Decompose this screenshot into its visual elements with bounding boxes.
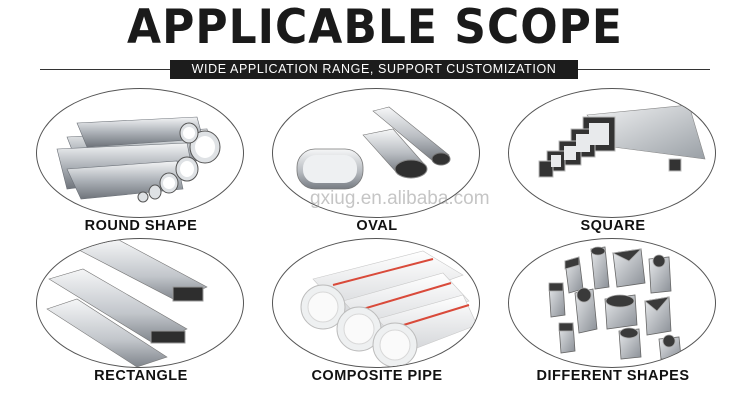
round-pipes-image bbox=[36, 88, 244, 218]
item-label: COMPOSITE PIPE bbox=[311, 368, 443, 384]
oval-pipes-image bbox=[272, 88, 480, 218]
watermark: gxiug.en.alibaba.com bbox=[310, 188, 490, 209]
square-pipes-image bbox=[508, 88, 716, 218]
page-title: APPLICABLE SCOPE bbox=[127, 0, 623, 56]
composite-pipes-image bbox=[272, 238, 480, 368]
item-round-shape: ROUND SHAPE bbox=[36, 88, 246, 238]
divider-right bbox=[578, 69, 710, 70]
subtitle-bar: WIDE APPLICATION RANGE, SUPPORT CUSTOMIZ… bbox=[170, 60, 578, 79]
item-composite-pipe: COMPOSITE PIPE bbox=[272, 238, 482, 388]
shaped-pipes-image bbox=[508, 238, 716, 368]
item-label: RECTANGLE bbox=[94, 368, 188, 384]
item-square: SQUARE bbox=[508, 88, 718, 238]
item-different-shapes: DIFFERENT SHAPES bbox=[508, 238, 718, 388]
item-label: DIFFERENT SHAPES bbox=[536, 368, 690, 384]
item-label: SQUARE bbox=[580, 218, 646, 234]
item-label: ROUND SHAPE bbox=[84, 218, 198, 234]
item-label: OVAL bbox=[356, 218, 398, 234]
rectangle-pipes-image bbox=[36, 238, 244, 368]
item-rectangle: RECTANGLE bbox=[36, 238, 246, 388]
item-oval: OVAL bbox=[272, 88, 482, 238]
divider-left bbox=[40, 69, 170, 70]
